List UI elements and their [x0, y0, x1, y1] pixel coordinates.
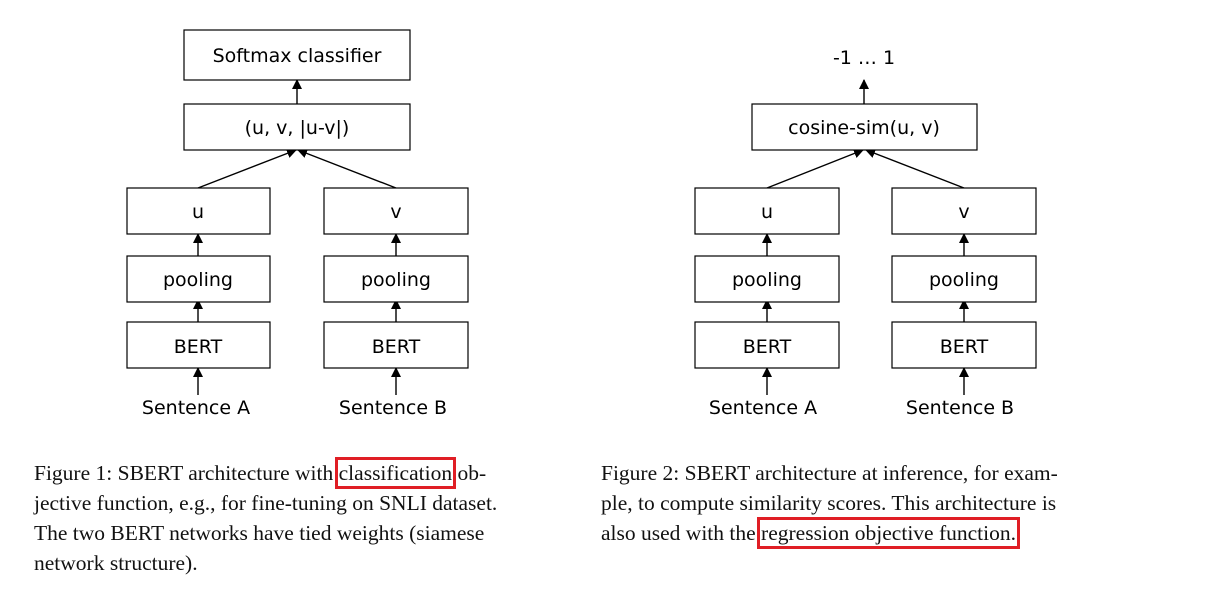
input-sentence-a: Sentence A: [142, 397, 250, 419]
node-concat: (u, v, |u-v|): [183, 103, 411, 151]
edge-v-to-cosine: [865, 148, 965, 189]
node-pooling-b: pooling: [323, 255, 469, 303]
figure-2-caption: Figure 2: SBERT architecture at inferenc…: [601, 458, 1058, 549]
node-bert-a-label: BERT: [174, 336, 223, 358]
figure-1-diagram: Softmax classifier (u, v, |u-v|) u v poo…: [126, 29, 469, 419]
node-pooling-a: pooling: [126, 255, 271, 303]
highlighted-phrase-regression-objective: regression objective function.: [757, 517, 1020, 549]
figure-1-caption: Figure 1: SBERT architecture with classi…: [34, 457, 498, 578]
caption-text: Figure 1: SBERT architecture with: [34, 461, 339, 485]
caption-line: network structure).: [34, 551, 198, 575]
caption-line: also used with the regression objective …: [601, 517, 1058, 549]
node-cosine-label: cosine-sim(u, v): [788, 117, 940, 139]
node-pooling-a-label: pooling: [732, 269, 802, 291]
node-v-label: v: [390, 201, 401, 223]
output-range-label: -1 … 1: [833, 47, 895, 69]
input-sentence-a: Sentence A: [709, 397, 817, 419]
node-cosine-sim: cosine-sim(u, v): [751, 103, 978, 151]
node-pooling-a: pooling: [694, 255, 840, 303]
edge-u-to-concat: [197, 148, 297, 189]
node-softmax-classifier: Softmax classifier: [183, 29, 411, 81]
caption-line: Figure 1: SBERT architecture with classi…: [34, 457, 497, 489]
node-pooling-b-label: pooling: [929, 269, 999, 291]
node-softmax-label: Softmax classifier: [213, 45, 382, 67]
caption-line: The two BERT networks have tied weights …: [34, 521, 485, 545]
node-u-label: u: [192, 201, 204, 223]
node-concat-label: (u, v, |u-v|): [245, 117, 350, 139]
node-v-label: v: [958, 201, 969, 223]
node-bert-a-label: BERT: [743, 336, 792, 358]
node-pooling-b-label: pooling: [361, 269, 431, 291]
caption-line: jective function, e.g., for fine-tuning …: [34, 491, 498, 515]
node-bert-b-label: BERT: [940, 336, 989, 358]
node-v: v: [891, 187, 1037, 235]
node-u: u: [126, 187, 271, 235]
node-bert-b: BERT: [891, 321, 1037, 369]
node-bert-a: BERT: [694, 321, 840, 369]
node-bert-b-label: BERT: [372, 336, 421, 358]
figure-2-diagram: -1 … 1 cosine-sim(u, v) u v pooling: [694, 47, 1037, 419]
node-bert-a: BERT: [126, 321, 271, 369]
input-sentence-b: Sentence B: [906, 397, 1014, 419]
node-u: u: [694, 187, 840, 235]
node-u-label: u: [761, 201, 773, 223]
node-pooling-a-label: pooling: [163, 269, 233, 291]
caption-line: Figure 2: SBERT architecture at inferenc…: [601, 461, 1058, 485]
edge-v-to-concat: [297, 148, 397, 189]
node-pooling-b: pooling: [891, 255, 1037, 303]
highlighted-term-classification: classification: [334, 457, 457, 489]
input-sentence-b: Sentence B: [339, 397, 447, 419]
caption-text: ob-: [452, 461, 487, 485]
edge-u-to-cosine: [766, 148, 864, 189]
caption-line: ple, to compute similarity scores. This …: [601, 491, 1057, 515]
node-bert-b: BERT: [323, 321, 469, 369]
node-v: v: [323, 187, 469, 235]
caption-text: also used with the: [601, 521, 762, 545]
